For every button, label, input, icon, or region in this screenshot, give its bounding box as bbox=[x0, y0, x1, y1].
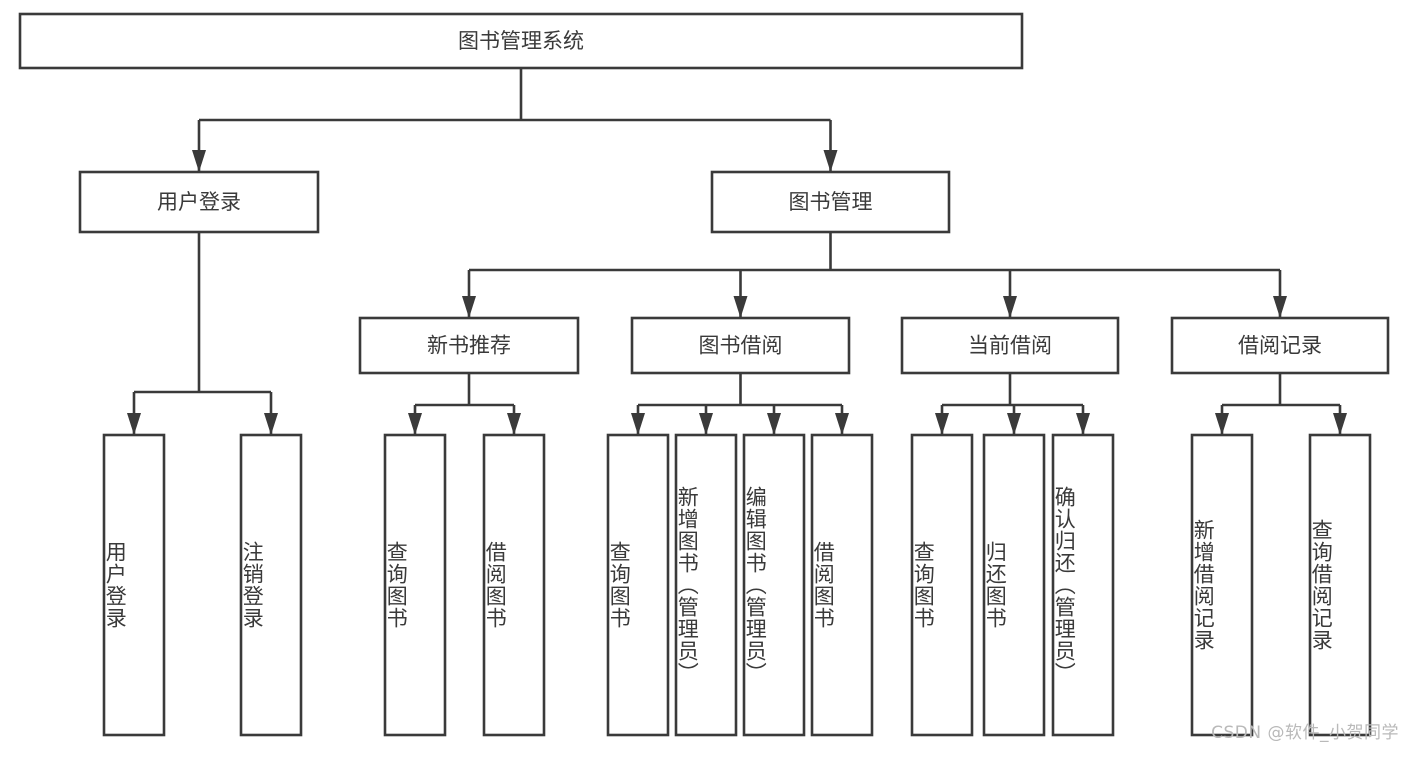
node-box-leaf-return-book[interactable] bbox=[982, 433, 1046, 737]
arrow-head-icon bbox=[733, 296, 748, 318]
arrow-head-icon bbox=[408, 413, 422, 435]
arrow-head-icon bbox=[1076, 413, 1090, 435]
node-box-borrow-record[interactable] bbox=[1170, 316, 1390, 375]
arrow-head-icon bbox=[264, 413, 278, 435]
node-label-leaf-return-book: 归还图书 bbox=[984, 541, 1008, 629]
arrow-head-icon bbox=[935, 413, 949, 435]
node-box-leaf-logout[interactable] bbox=[239, 433, 303, 737]
node-box-book-manage[interactable] bbox=[710, 170, 951, 234]
arrow-head-icon bbox=[127, 413, 141, 435]
node-label-user-login: 用户登录 bbox=[157, 190, 241, 214]
arrow-head-icon bbox=[1215, 413, 1229, 435]
node-box-leaf-user-login[interactable] bbox=[102, 433, 166, 737]
node-box-user-login[interactable] bbox=[78, 170, 320, 234]
node-box-leaf-add-record[interactable] bbox=[1190, 433, 1254, 737]
node-box-leaf-query-book-borrow[interactable] bbox=[606, 433, 670, 737]
node-label-leaf-query-book-rec: 查询图书 bbox=[385, 541, 409, 629]
node-label-leaf-edit-book: 编辑图书（管理员） bbox=[744, 486, 768, 684]
arrow-head-icon bbox=[1007, 413, 1021, 435]
node-box-leaf-borrow-book[interactable] bbox=[810, 433, 874, 737]
arrow-head-icon bbox=[631, 413, 645, 435]
diagram-canvas: 图书管理系统用户登录图书管理新书推荐图书借阅当前借阅借阅记录 用户登录注销登录查… bbox=[18, 12, 1399, 743]
arrow-head-icon bbox=[1273, 296, 1287, 318]
node-box-leaf-add-book[interactable] bbox=[674, 433, 738, 737]
node-box-leaf-query-book-cur[interactable] bbox=[910, 433, 974, 737]
node-label-new-book-recommend: 新书推荐 bbox=[427, 334, 511, 358]
node-label-leaf-user-login: 用户登录 bbox=[104, 541, 128, 629]
node-label-leaf-query-book-borrow: 查询图书 bbox=[608, 541, 632, 629]
node-box-current-borrow[interactable] bbox=[900, 316, 1120, 375]
arrow-head-icon bbox=[823, 150, 838, 172]
node-label-leaf-confirm-return: 确认归还（管理员） bbox=[1053, 486, 1077, 684]
arrow-head-icon bbox=[767, 413, 781, 435]
arrow-head-icon bbox=[1003, 296, 1017, 318]
node-label-book-manage: 图书管理 bbox=[789, 190, 873, 214]
arrow-head-icon bbox=[835, 413, 849, 435]
connector-layer bbox=[127, 68, 1347, 435]
node-label-leaf-add-record: 新增借阅记录 bbox=[1192, 519, 1216, 651]
node-box-new-book-recommend[interactable] bbox=[358, 316, 580, 375]
arrow-head-icon bbox=[507, 413, 521, 435]
node-box-leaf-query-book-rec[interactable] bbox=[383, 433, 447, 737]
node-label-leaf-borrow-book-rec: 借阅图书 bbox=[484, 541, 508, 629]
arrow-head-icon bbox=[699, 413, 713, 435]
node-box-layer bbox=[18, 12, 1390, 737]
node-label-root: 图书管理系统 bbox=[458, 29, 584, 53]
arrow-head-icon bbox=[192, 150, 206, 172]
node-label-borrow-record: 借阅记录 bbox=[1238, 334, 1322, 358]
node-label-leaf-query-record: 查询借阅记录 bbox=[1310, 519, 1334, 651]
node-label-book-borrow: 图书借阅 bbox=[699, 334, 783, 358]
node-box-leaf-confirm-return[interactable] bbox=[1051, 433, 1115, 737]
node-box-book-borrow[interactable] bbox=[630, 316, 851, 375]
node-label-leaf-query-book-cur: 查询图书 bbox=[912, 541, 936, 629]
node-label-leaf-borrow-book: 借阅图书 bbox=[812, 541, 836, 629]
node-box-root[interactable] bbox=[18, 12, 1024, 70]
node-box-leaf-borrow-book-rec[interactable] bbox=[482, 433, 546, 737]
arrow-head-icon bbox=[462, 296, 476, 318]
node-label-current-borrow: 当前借阅 bbox=[968, 334, 1052, 358]
node-label-leaf-logout: 注销登录 bbox=[241, 541, 265, 629]
arrow-head-icon bbox=[1333, 413, 1347, 435]
node-box-leaf-edit-book[interactable] bbox=[742, 433, 806, 737]
node-box-leaf-query-record[interactable] bbox=[1308, 433, 1372, 737]
node-label-leaf-add-book: 新增图书（管理员） bbox=[676, 486, 700, 684]
